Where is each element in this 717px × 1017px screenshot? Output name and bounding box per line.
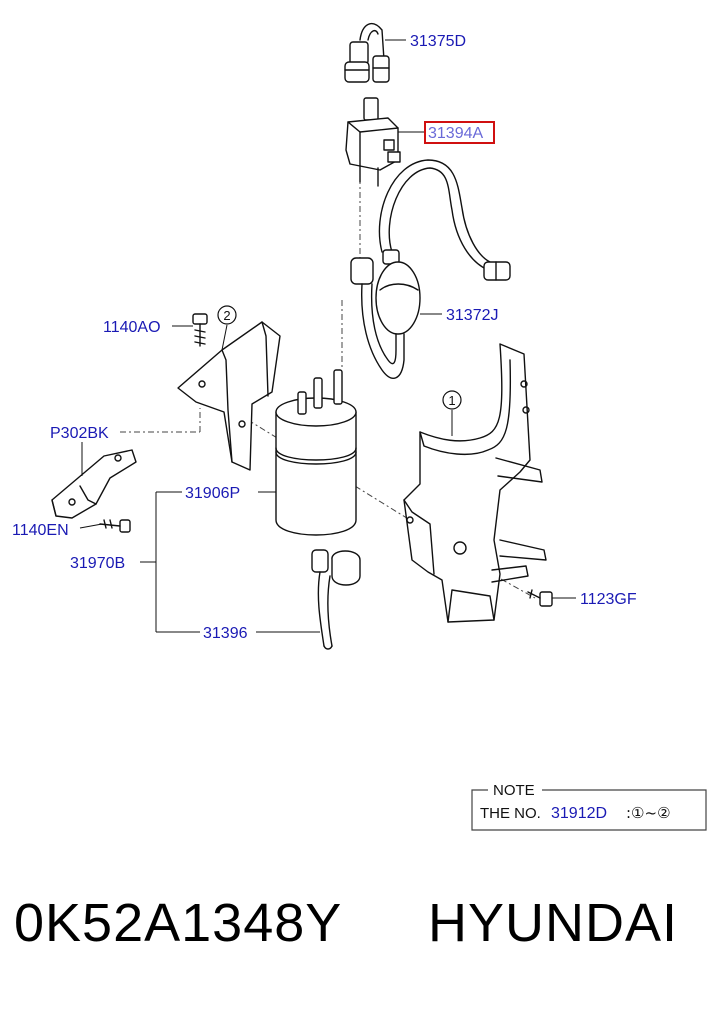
callout-31372J[interactable]: 31372J [446,307,499,324]
note-box: NOTE THE NO. 31912D :①~② [471,782,707,831]
leader-lines [79,39,576,633]
callout-31970B[interactable]: 31970B [70,555,125,572]
mount-bracket-ref-1 [403,343,547,623]
ref-number-1: 1 [448,393,455,408]
sensor-valve-31394A [345,97,401,187]
hose-priming-bulb-31372J [350,159,511,379]
ref-circle-2 [217,305,237,325]
part-number-caption: 0K52A1348Y [14,893,343,953]
fuel-filter-31906P [275,369,357,536]
bolt-1140EN [99,519,131,533]
water-sensor-31396 [311,549,361,650]
note-prefix: THE NO. [480,805,541,822]
note-range: :①~② [626,804,671,822]
callout-1140EN[interactable]: 1140EN [12,522,69,539]
ref-number-2: 2 [223,308,230,323]
brand-caption: HYUNDAI [428,893,679,953]
bolt-1140AO [192,313,208,347]
callout-1140AO[interactable]: 1140AO [103,319,161,336]
note-title: NOTE [493,782,535,799]
bolt-1123GF [527,589,553,607]
callout-31394A[interactable]: 31394A [428,125,483,142]
hose-connector-31375D [344,22,390,83]
callout-31375D[interactable]: 31375D [410,33,466,50]
callout-P302BK[interactable]: P302BK [50,425,109,442]
footer: 0K52A1348Y HYUNDAI [0,892,717,982]
ref-circle-1 [442,390,462,410]
callout-31906P[interactable]: 31906P [185,485,240,502]
fuel-filter-exploded-diagram: 31375D 31394A 31372J 1140AO P302BK 1140E… [12,22,707,831]
note-part-number[interactable]: 31912D [551,805,607,822]
callout-1123GF[interactable]: 1123GF [580,591,637,608]
highlight-box-31394A [424,121,495,144]
clamp-bracket-P302BK [51,449,137,519]
bracket-ref-2 [177,321,281,471]
callout-31396[interactable]: 31396 [203,625,248,642]
